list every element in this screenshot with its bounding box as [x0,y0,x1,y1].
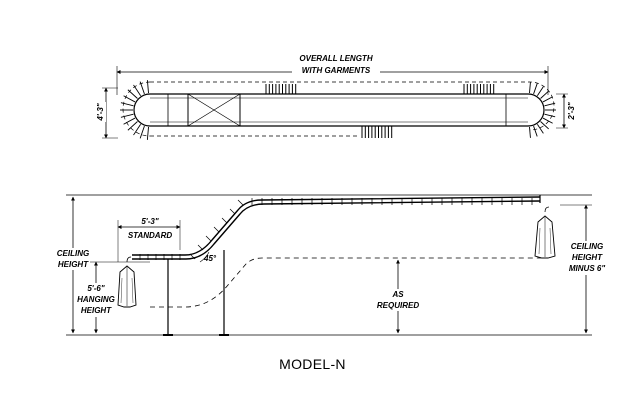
standard-dim: 5'-3" [141,217,158,226]
hanging-garment-left [117,256,137,308]
ceiling-height-label: CEILING [57,249,89,258]
hanging-garment-right [534,206,556,259]
ceiling-minus-sublabel: HEIGHT [572,253,603,262]
ceiling-minus-amount: MINUS 6" [569,264,605,273]
hanging-height-dim: 5'-6" [87,284,104,293]
plan-view: OVERALL LENGTH WITH GARMENTS 4'-3" [95,52,577,140]
drive-unit [187,93,241,127]
garment-hatches [265,84,495,138]
right-width-dim: 2'-3" [567,102,576,120]
standard-label: STANDARD [128,231,173,240]
as-required-label: AS [391,290,404,299]
elevation-view: CEILING HEIGHT 5'-6" HANGING HEIGHT 5'-3… [54,194,612,336]
right-turn-garments [529,82,556,138]
conveyor-rail [132,196,541,256]
as-required-sublabel: REQUIRED [377,301,419,310]
garment-path [150,257,545,308]
conveyor-drawing: OVERALL LENGTH WITH GARMENTS 4'-3" [54,52,612,336]
hanging-height-sublabel: HEIGHT [81,306,112,315]
angle-label: 45° [203,254,217,263]
hanging-height-label: HANGING [77,295,115,304]
overall-length-sublabel: WITH GARMENTS [302,66,371,75]
ceiling-height-sublabel: HEIGHT [58,260,89,269]
rail-carriers [139,198,533,260]
model-caption: MODEL-N [279,356,346,372]
garment-envelope [122,81,555,137]
overall-length-label: OVERALL LENGTH [299,54,372,63]
left-width-dim: 4'-3" [96,103,105,121]
left-turn-garments [120,80,149,140]
ceiling-minus-label: CEILING [571,242,603,251]
plan-track [133,93,545,127]
